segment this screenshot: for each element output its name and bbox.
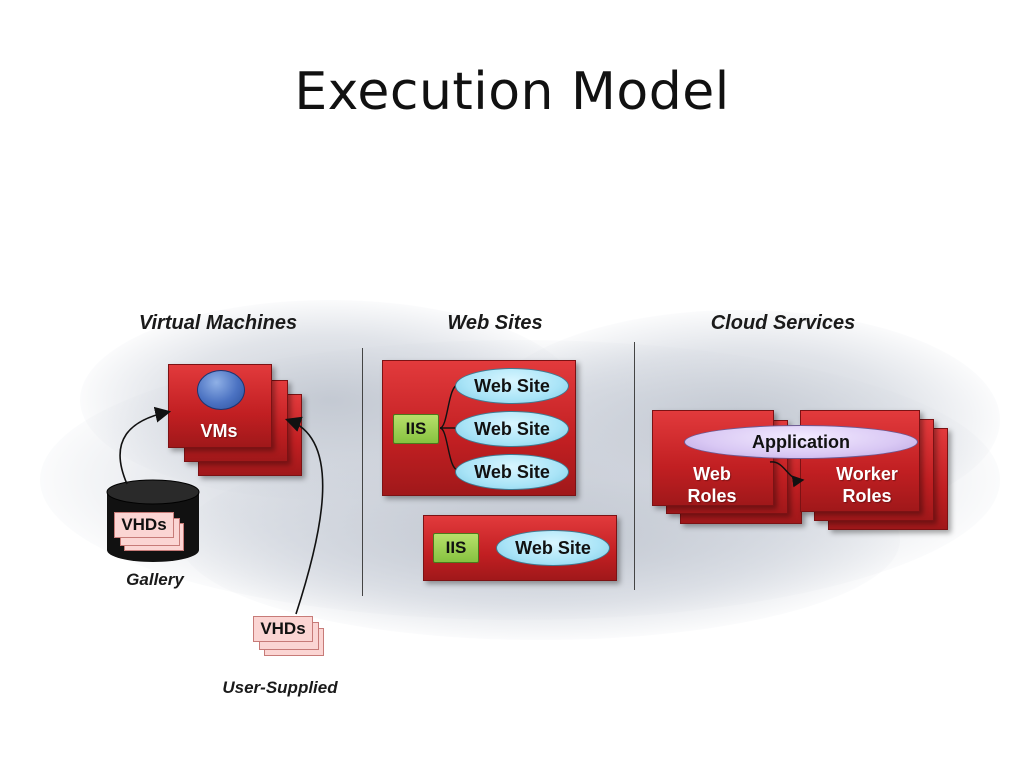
column-divider bbox=[634, 342, 635, 590]
gallery-vhds: VHDs bbox=[114, 512, 174, 538]
iis-box: IIS bbox=[393, 414, 439, 444]
web-site-ellipse: Web Site bbox=[496, 530, 610, 566]
web-site-ellipse: Web Site bbox=[455, 411, 569, 447]
column-label-web-sites: Web Sites bbox=[447, 312, 543, 334]
column-label-virtual-machines: Virtual Machines bbox=[138, 312, 298, 334]
column-label-cloud-services: Cloud Services bbox=[710, 312, 856, 334]
column-divider bbox=[362, 348, 363, 596]
user-vhds: VHDs bbox=[253, 616, 313, 642]
iis-box: IIS bbox=[433, 533, 479, 563]
vm-disk-icon bbox=[197, 370, 245, 410]
web-roles-label: Web Roles bbox=[687, 464, 737, 506]
application-ellipse: Application bbox=[684, 425, 918, 459]
gallery-label: Gallery bbox=[126, 570, 184, 589]
user-supplied-label: User-Supplied bbox=[222, 678, 338, 697]
web-site-ellipse: Web Site bbox=[455, 368, 569, 404]
slide-title: Execution Model bbox=[294, 62, 730, 122]
vm-label: VMs bbox=[200, 421, 238, 441]
web-site-ellipse: Web Site bbox=[455, 454, 569, 490]
worker-roles-label: Worker Roles bbox=[836, 464, 898, 506]
